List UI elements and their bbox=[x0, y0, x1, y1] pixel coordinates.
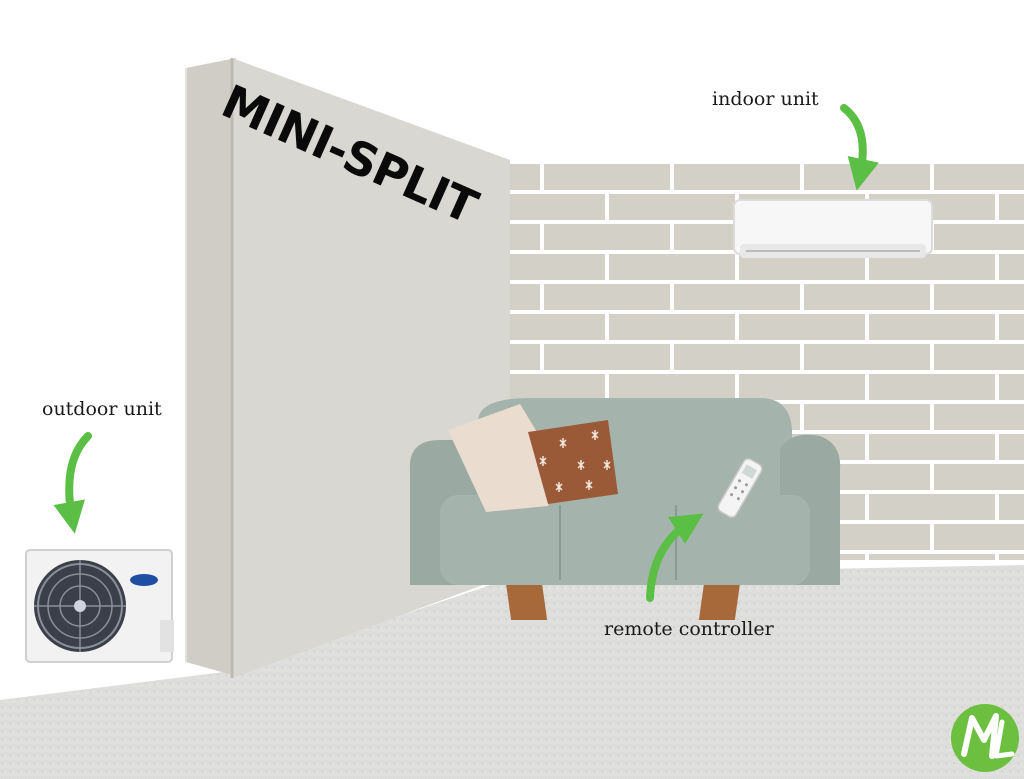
remote-arrow-icon bbox=[646, 513, 704, 602]
pillow-light bbox=[448, 404, 560, 512]
indoor-arrow-icon bbox=[840, 104, 879, 191]
outdoor-arrow-icon bbox=[53, 432, 92, 534]
indoor-ac-unit bbox=[733, 199, 933, 258]
pillow-rust bbox=[528, 420, 618, 504]
remote-control bbox=[717, 458, 763, 518]
ml-logo bbox=[951, 704, 1019, 772]
remote-controller-label: remote controller bbox=[604, 618, 774, 640]
outdoor-unit-label: outdoor unit bbox=[42, 398, 162, 420]
outdoor-ac-unit bbox=[25, 549, 174, 663]
indoor-unit-label: indoor unit bbox=[712, 88, 819, 110]
concrete-floor bbox=[0, 565, 1024, 779]
